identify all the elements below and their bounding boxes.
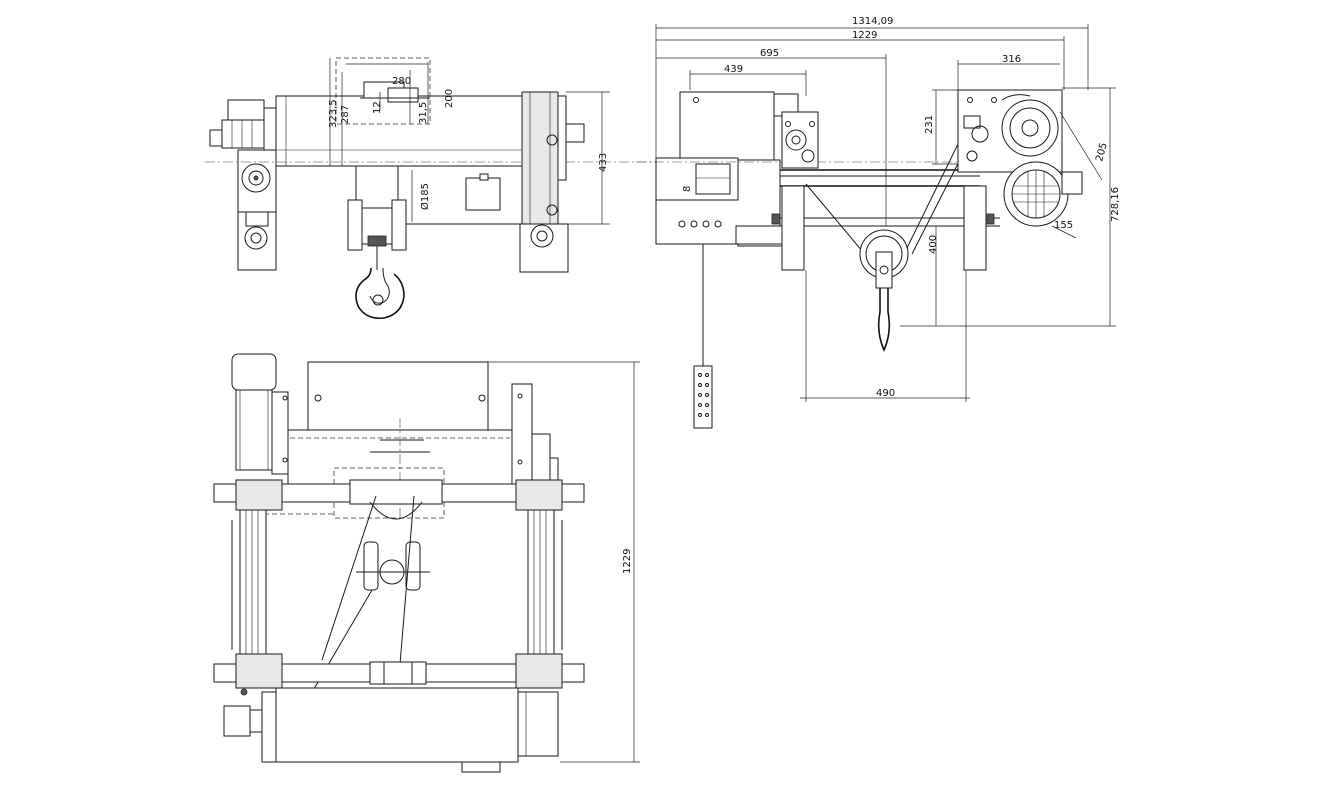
dim-490: 490 — [876, 388, 895, 399]
dim-323-5: 323,5 — [328, 99, 339, 128]
dim-1229-front: 1229 — [852, 30, 877, 41]
side-motor-top — [227, 99, 265, 121]
side-hook — [355, 267, 405, 320]
dim-1229-top: 1229 — [622, 549, 633, 574]
dim-155: 155 — [1054, 220, 1073, 231]
side-end-carriage-right — [519, 223, 569, 273]
side-motor-cap — [209, 129, 223, 147]
dim-1314-09: 1314,09 — [852, 16, 893, 27]
front-pendant-control — [693, 365, 713, 429]
side-hoist-body — [397, 165, 523, 225]
top-rail-left — [239, 509, 267, 661]
top-view — [213, 353, 640, 773]
front-end-carriage-left — [781, 185, 805, 271]
dim-316: 316 — [1002, 54, 1021, 65]
side-end-block-right — [521, 91, 559, 225]
top-drum — [275, 687, 519, 763]
front-end-carriage-right — [963, 185, 987, 271]
front-control-box — [679, 91, 775, 161]
side-end-carriage-left — [237, 149, 277, 271]
front-view — [636, 24, 1116, 429]
dim-d185: Ø185 — [419, 183, 431, 210]
dim-200: 200 — [444, 89, 455, 108]
dim-12: 12 — [372, 101, 383, 114]
side-view — [205, 57, 690, 320]
dim-400: 400 — [928, 235, 939, 254]
dim-8: 8 — [682, 186, 693, 192]
top-trolley-frame — [307, 361, 489, 431]
dim-31-5: 31,5 — [418, 102, 429, 124]
dim-728-16: 728,16 — [1110, 187, 1121, 222]
dim-231: 231 — [924, 115, 935, 134]
dim-439: 439 — [724, 64, 743, 75]
side-motor — [221, 119, 267, 149]
dim-280: 280 — [392, 76, 411, 87]
dim-695: 695 — [760, 48, 779, 59]
side-girder — [275, 95, 523, 167]
dim-433: 433 — [598, 153, 609, 172]
top-rail-right — [527, 509, 555, 661]
top-motor — [231, 353, 277, 391]
front-hook — [877, 288, 891, 352]
dim-205: 205 — [1094, 141, 1110, 162]
dim-287: 287 — [340, 105, 351, 124]
